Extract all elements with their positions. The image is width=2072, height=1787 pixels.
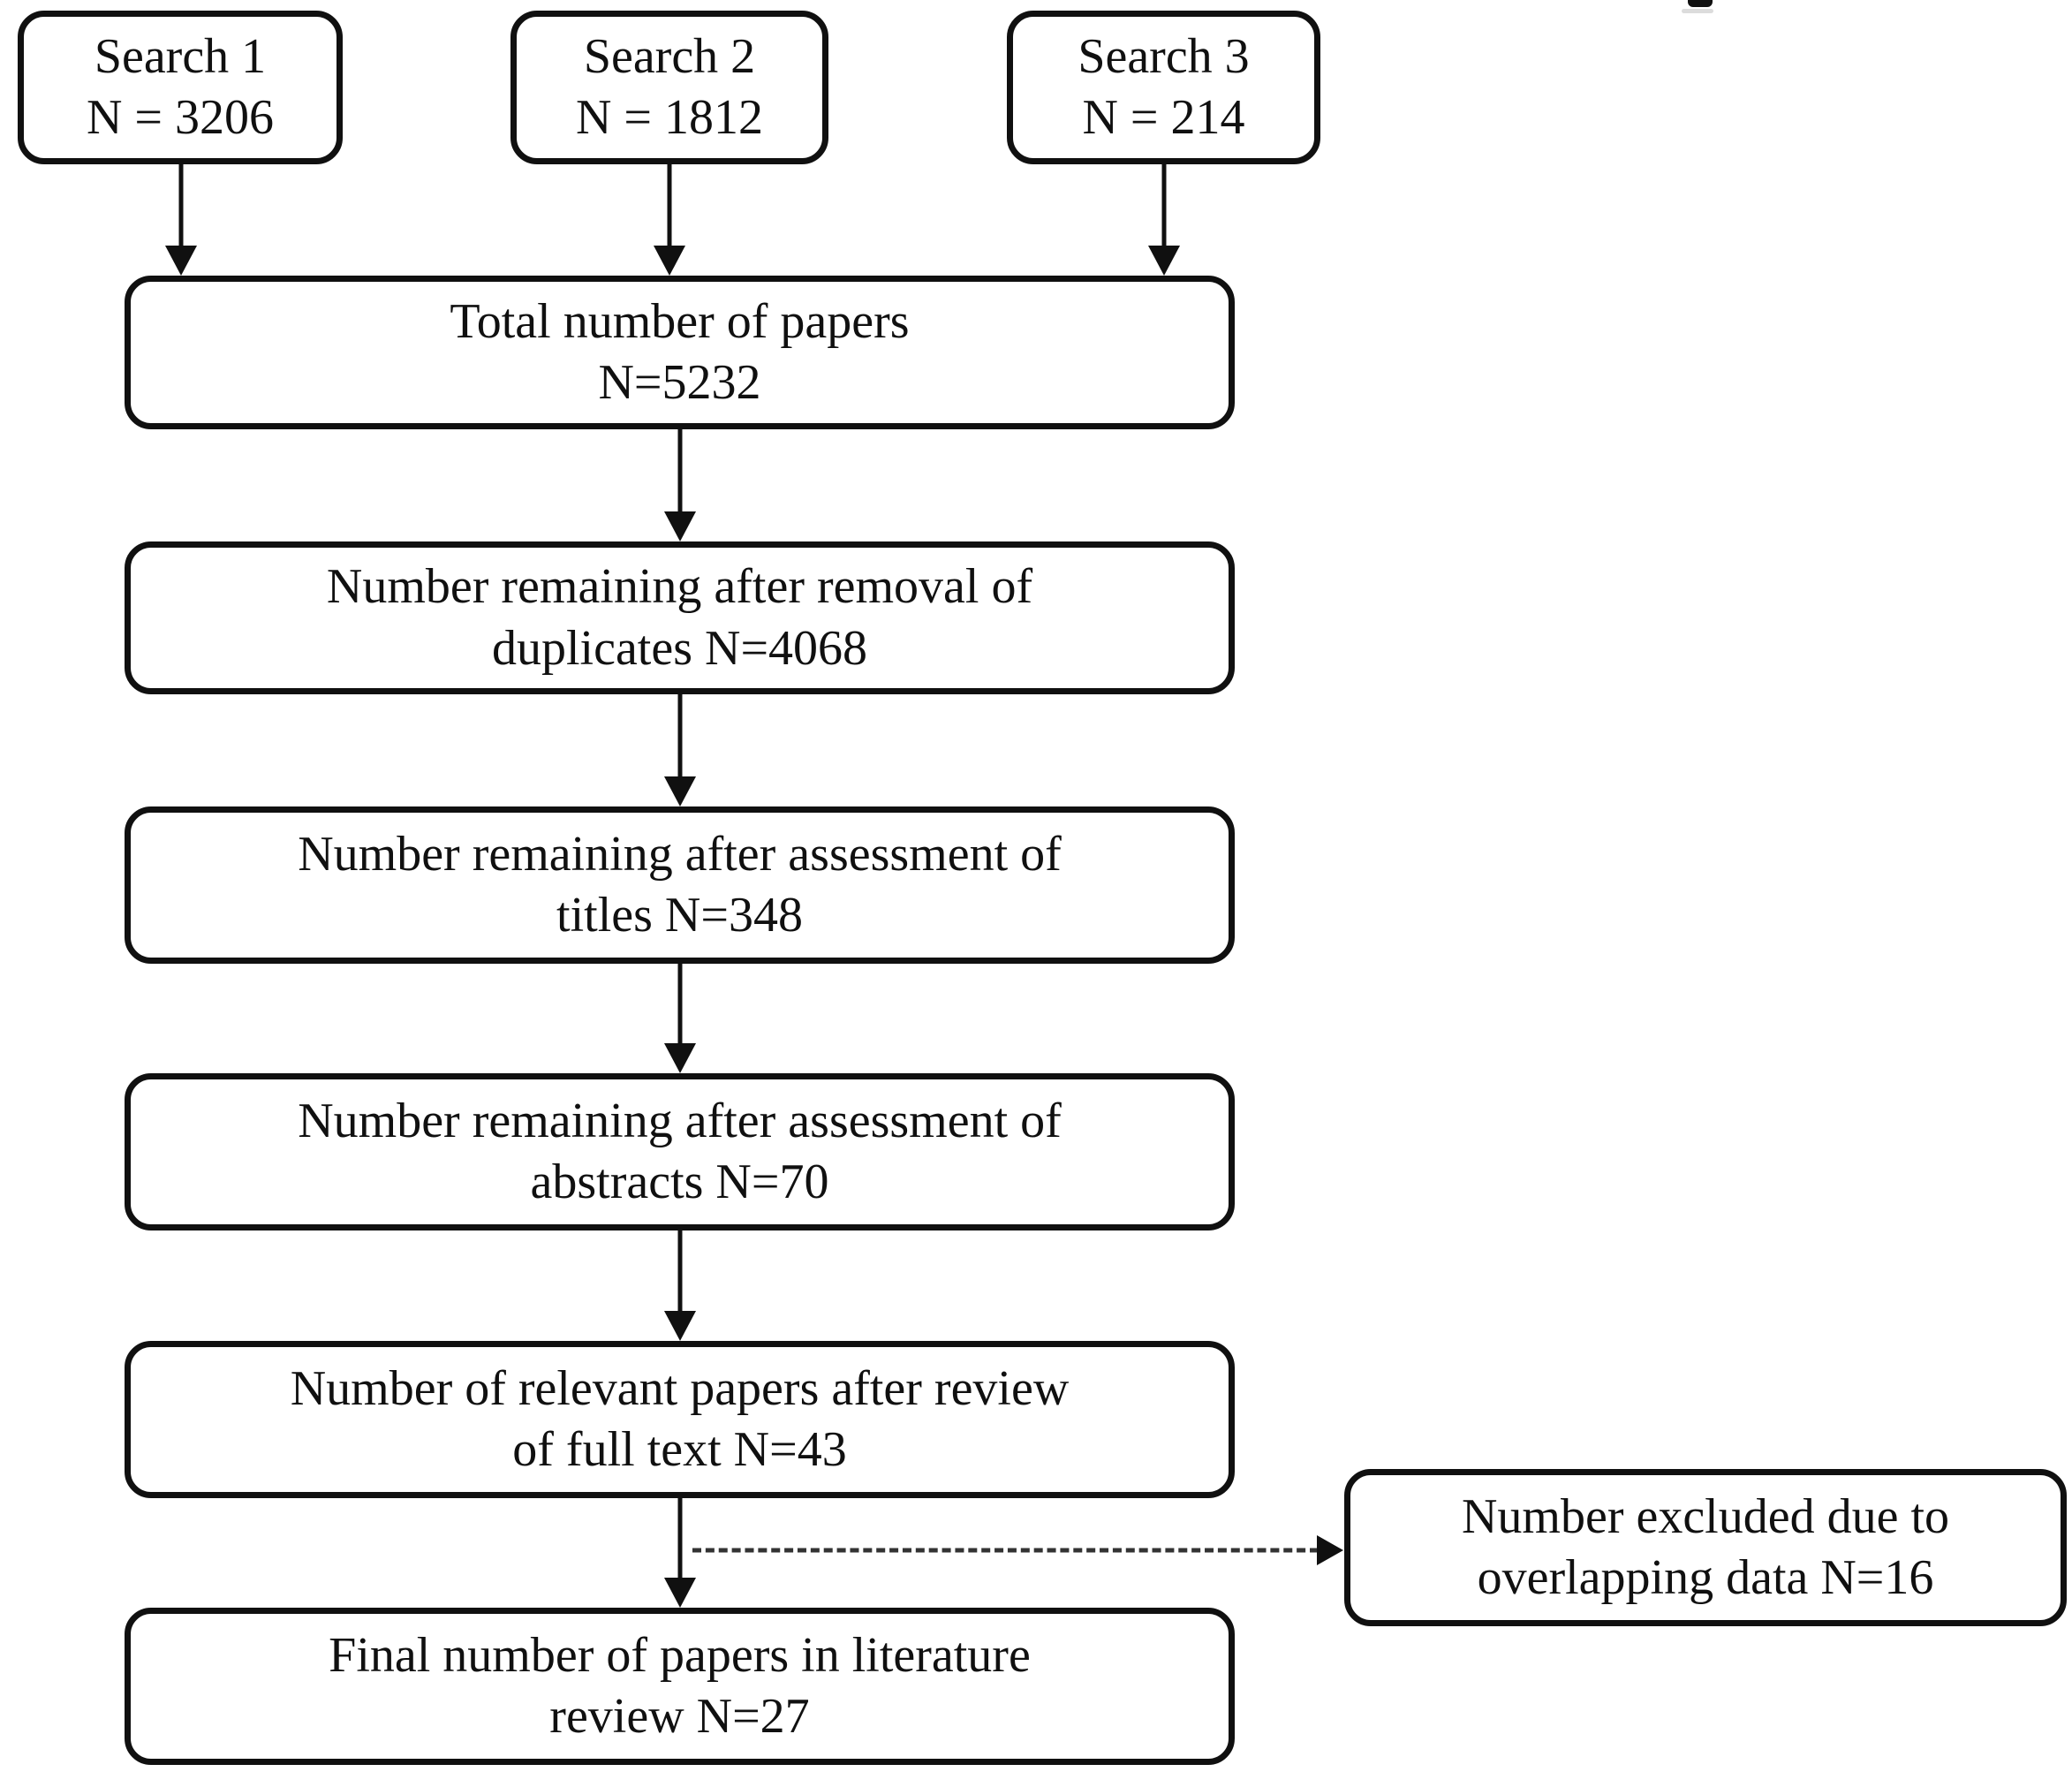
final-papers-box: Final number of papers in literature rev… [125,1608,1235,1765]
arrow-head [165,246,197,276]
exclusion-box: Number excluded due to overlapping data … [1344,1469,2067,1626]
arrow-head [654,246,685,276]
box-line: overlapping data N=16 [1477,1550,1934,1605]
arrow-head [664,1043,696,1073]
arrow-total-to-duplicates [664,429,696,541]
arrow-fulltext-to-final [664,1498,696,1608]
dashed-arrow-shaft [692,1548,1319,1553]
arrow-duplicates-to-titles [664,694,696,806]
box-line: Number excluded due to [1461,1488,1950,1544]
box-line: abstracts N=70 [530,1155,829,1209]
arrow-head [1148,246,1180,276]
search-3-label: Search 3 [1078,28,1250,84]
duplicates-removed-box: Number remaining after removal of duplic… [125,541,1235,694]
search-1-label: Search 1 [94,28,267,84]
dashed-arrow-to-exclusion [692,1535,1343,1565]
box-line: Number remaining after assessment of [298,826,1062,882]
cropped-text-fragment [1688,0,1713,7]
arrow-shaft [677,429,683,515]
search-3-box: Search 3 N = 214 [1007,11,1320,164]
search-2-label: Search 2 [583,28,756,84]
search-1-count: N = 3206 [86,90,275,145]
arrow-head [664,1311,696,1341]
arrow-titles-to-abstracts [664,964,696,1073]
arrow-shaft [1161,164,1167,249]
box-line: Number remaining after assessment of [298,1093,1062,1148]
total-papers-box: Total number of papers N=5232 [125,276,1235,429]
box-line: Final number of papers in literature [329,1627,1031,1683]
titles-assessed-box: Number remaining after assessment of tit… [125,806,1235,964]
search-2-box: Search 2 N = 1812 [510,11,828,164]
arrow-shaft [677,1230,683,1314]
arrow-shaft [178,164,184,249]
fulltext-review-box: Number of relevant papers after review o… [125,1341,1235,1498]
box-line: Number of relevant papers after review [290,1360,1070,1416]
box-line: review N=27 [549,1689,810,1744]
arrow-head [664,511,696,541]
arrow-search3-to-total [1148,164,1180,276]
search-2-count: N = 1812 [575,90,764,145]
search-3-count: N = 214 [1082,90,1245,145]
arrow-shaft [667,164,672,249]
box-line: duplicates N=4068 [491,620,868,676]
arrow-shaft [677,694,683,780]
cropped-text-fragment [1682,9,1713,13]
arrow-search2-to-total [654,164,685,276]
box-line: Number remaining after removal of [326,559,1033,615]
box-line: titles N=348 [556,888,803,943]
arrow-head [1317,1535,1343,1565]
arrow-shaft [677,964,683,1047]
abstracts-assessed-box: Number remaining after assessment of abs… [125,1073,1235,1230]
box-line: N=5232 [598,355,761,410]
box-line: Total number of papers [450,293,910,349]
box-line: of full text N=43 [512,1422,847,1477]
arrow-head [664,1578,696,1608]
arrow-search1-to-total [165,164,197,276]
search-1-box: Search 1 N = 3206 [18,11,343,164]
arrow-head [664,776,696,806]
arrow-shaft [677,1498,683,1581]
arrow-abstracts-to-fulltext [664,1230,696,1341]
